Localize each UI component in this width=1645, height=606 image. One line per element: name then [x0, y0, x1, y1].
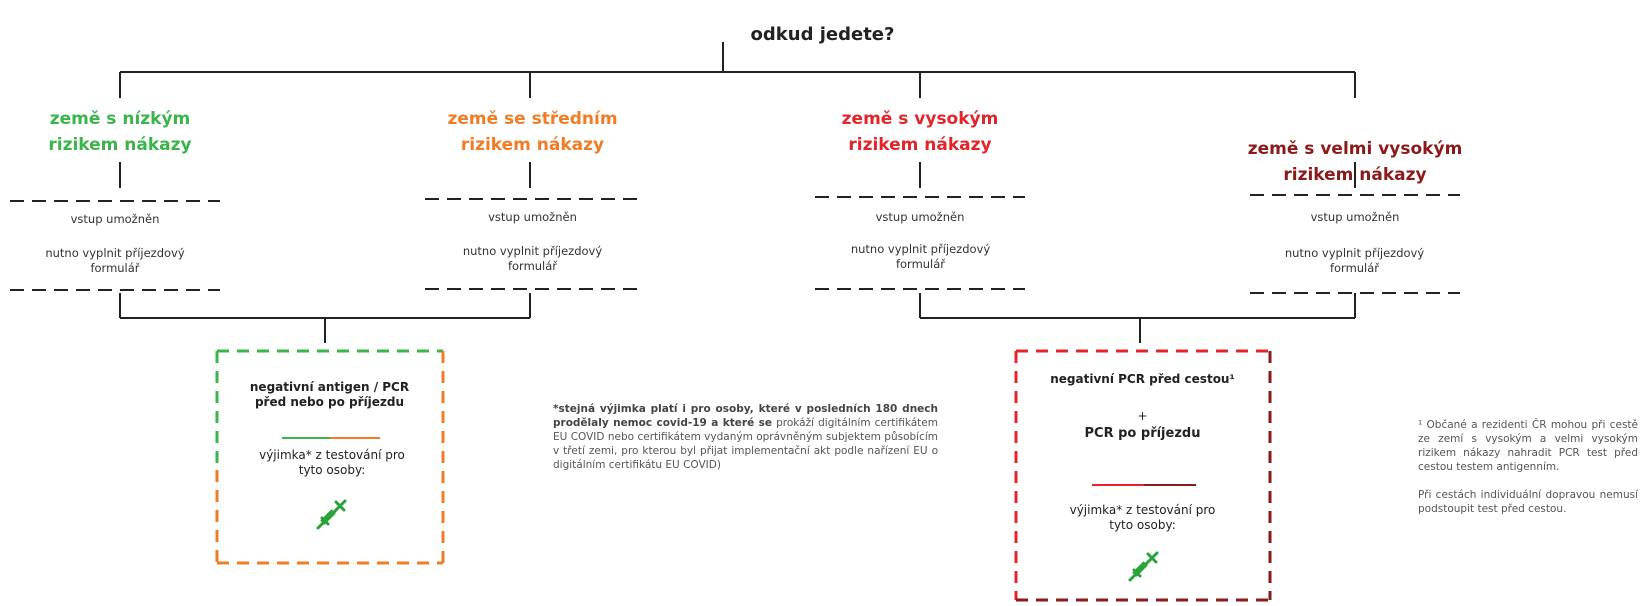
- exception-footnote-bold: *stejná výjimka platí i pro osoby, které…: [553, 403, 938, 429]
- exception-footnote-rest: prokáží digitálním certifikátem EU COVID…: [553, 417, 938, 471]
- risk-label-line: země s vysokým: [841, 109, 999, 129]
- individual-transport-footnote: Při cestách individuální dopravou nemusí…: [1418, 489, 1638, 515]
- risk-label-high: země s vysokým rizikem nákazy: [815, 106, 1025, 158]
- arrival-form-text: nutno vyplnit příjezdový formulář: [850, 242, 991, 271]
- risk-label-very-high: země s velmi vysokým rizikem nákazy: [1230, 136, 1480, 188]
- risk-label-line: rizikem nákazy: [460, 135, 605, 155]
- risk-label-line: rizikem nákazy: [848, 135, 992, 155]
- exception-footnote: *stejná výjimka platí i pro osoby, které…: [553, 402, 938, 472]
- arrival-form-text: nutno vyplnit příjezdový formulář: [462, 244, 603, 273]
- risk-label-line: země s velmi vysokým: [1247, 139, 1463, 159]
- pcr-after-arrival-requirement: PCR po příjezdu: [1084, 426, 1201, 441]
- entry-allowed-text: vstup umožněn: [1310, 210, 1400, 224]
- testing-exception-text: výjimka* z testování pro tyto osoby:: [1069, 503, 1216, 532]
- pcr-before-travel-requirement: negativní PCR před cestou¹: [1050, 372, 1235, 386]
- risk-label-line: země se středním: [447, 109, 618, 129]
- entry-allowed-text: vstup umožněn: [70, 212, 160, 226]
- risk-label-low: země s nízkým rizikem nákazy: [10, 106, 230, 158]
- risk-label-line: země s nízkým: [49, 109, 191, 129]
- citizens-footnote: ¹ Občané a rezidenti ČR mohou při cestě …: [1418, 419, 1638, 473]
- risk-label-line: rizikem nákazy: [48, 135, 192, 155]
- testing-exception-text: výjimka* z testování pro tyto osoby:: [259, 448, 405, 477]
- risk-label-medium: země se středním rizikem nákazy: [425, 106, 640, 158]
- antigen-pcr-requirement: negativní antigen / PCR před nebo po pří…: [249, 380, 410, 409]
- plus-sign: +: [1137, 409, 1148, 423]
- arrival-form-text: nutno vyplnit příjezdový formulář: [45, 246, 185, 275]
- entry-allowed-text: vstup umožněn: [875, 210, 965, 224]
- arrival-form-text: nutno vyplnit příjezdový formulář: [1284, 246, 1425, 275]
- risk-label-line: rizikem nákazy: [1283, 165, 1427, 185]
- syringe-icon: [300, 496, 360, 540]
- entry-allowed-text: vstup umožněn: [488, 210, 577, 224]
- syringe-icon: [1112, 548, 1172, 592]
- diagram-title: odkud jedete?: [750, 24, 895, 45]
